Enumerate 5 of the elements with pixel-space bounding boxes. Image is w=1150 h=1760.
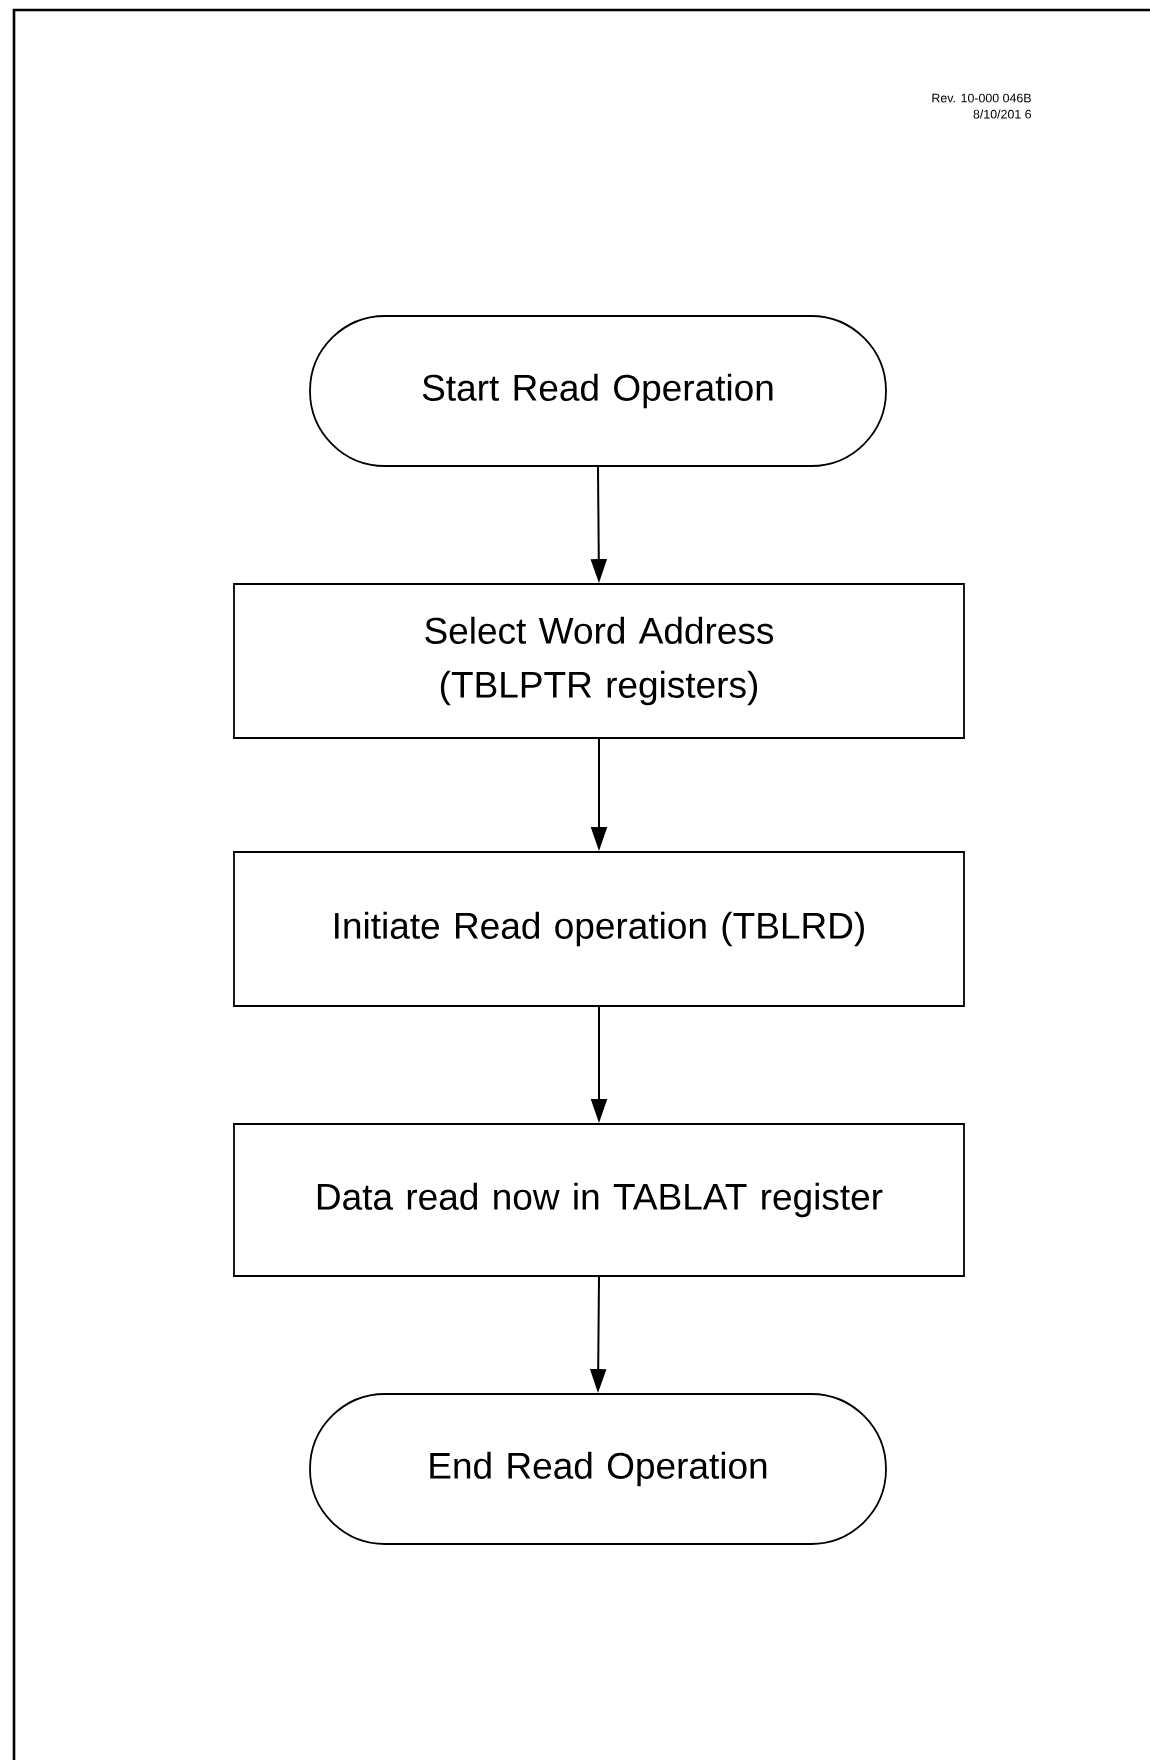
process-box: Initiate Read operation (TBLRD) <box>233 851 965 1007</box>
process-box: Data read now in TABLAT register <box>233 1123 965 1277</box>
terminal-stadium: End Read Operation <box>309 1393 887 1545</box>
process-box: Select Word Address (TBLPTR registers) <box>233 583 965 739</box>
terminal-stadium: Start Read Operation <box>309 315 887 467</box>
